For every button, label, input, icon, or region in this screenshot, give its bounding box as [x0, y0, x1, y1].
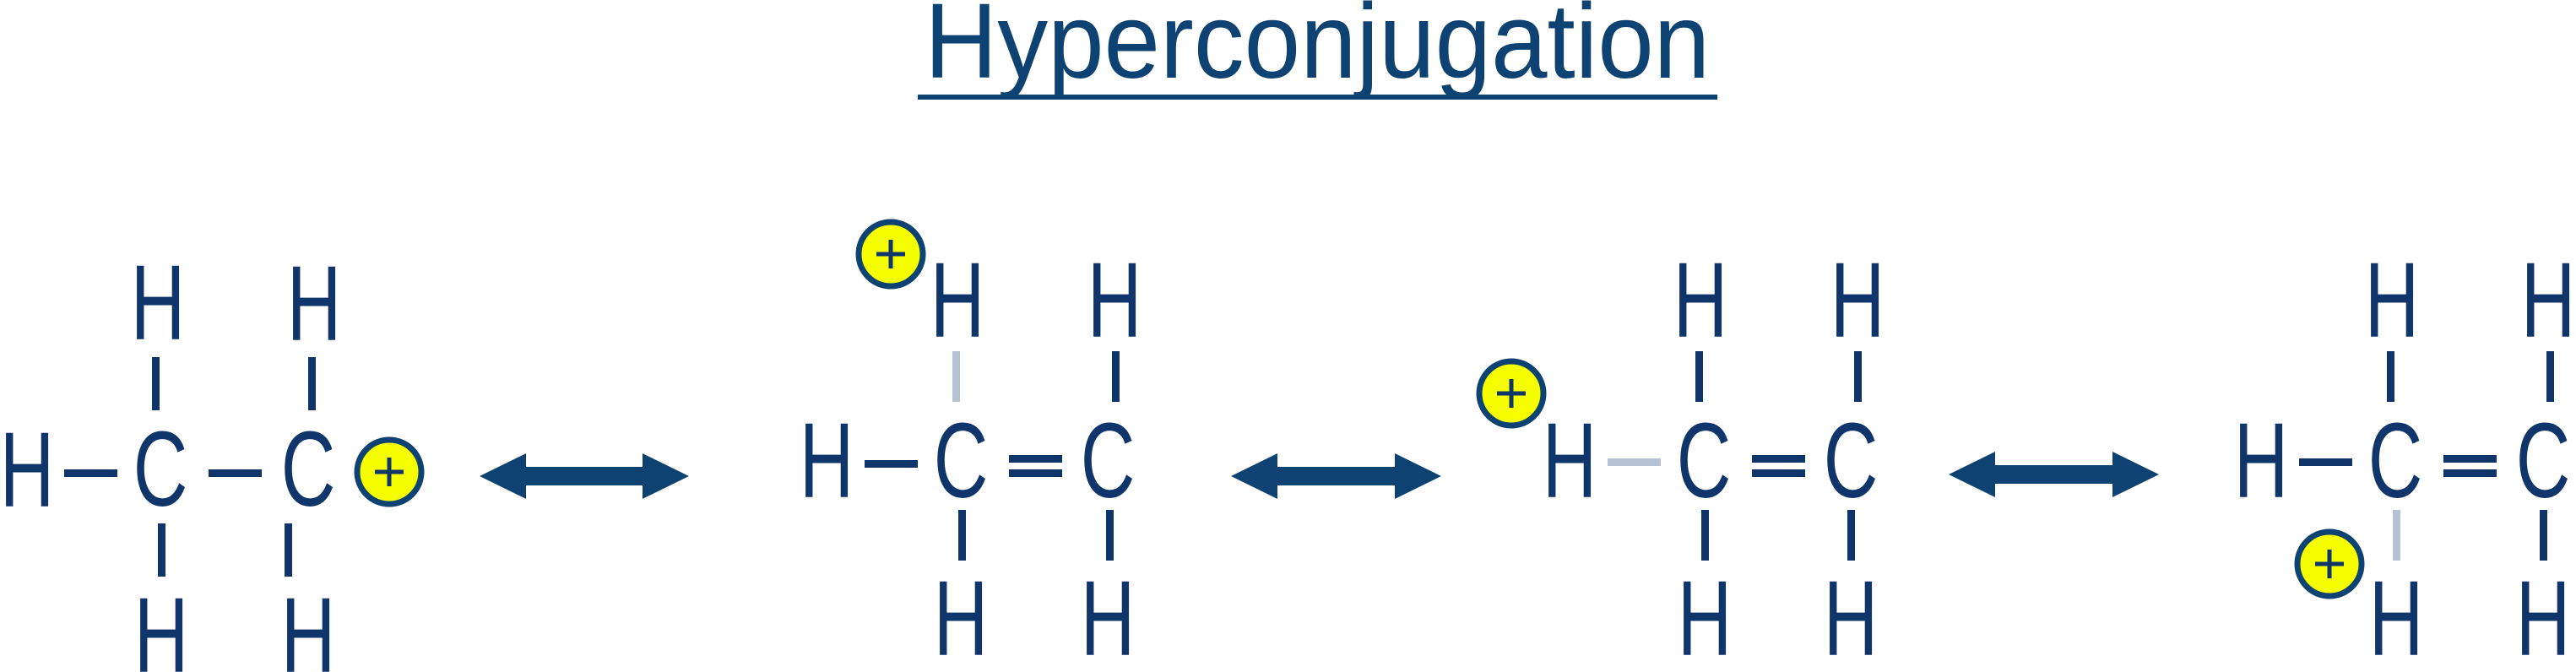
bond-c2-htop	[308, 357, 316, 410]
atom-h-c1-bottom: H	[934, 560, 989, 672]
bond-c2-hbottom	[1847, 510, 1855, 561]
atom-h-c1-top: H	[1673, 241, 1728, 360]
bond-c2-hbottom	[2540, 510, 2547, 561]
atom-h-c2-top: H	[1830, 241, 1885, 360]
bond-h-c1	[2299, 458, 2352, 466]
atom-h-left: H	[800, 402, 854, 521]
atom-h-c1-top: H	[930, 241, 985, 360]
atom-h-c1-bottom: H	[1678, 560, 1733, 672]
bond-c1-c2-double	[1752, 455, 1805, 477]
positive-charge-icon	[1476, 358, 1547, 429]
atom-h-c2-top: H	[287, 245, 342, 364]
atom-c1: C	[1677, 402, 1732, 521]
resonance-arrow-2-double-headed-arrow-icon	[1231, 453, 1441, 499]
double-bond-line-bottom	[2443, 469, 2497, 477]
title-text: Hyperconjugation	[925, 0, 1710, 101]
atom-c1: C	[133, 410, 188, 529]
bond-c1-htop	[2387, 351, 2394, 402]
resonance-arrow-3-double-headed-arrow-icon	[1949, 452, 2159, 497]
atom-h-c2-bottom: H	[1081, 560, 1136, 672]
bond-c2-htop	[1854, 351, 1862, 402]
bond-h-c1-faded	[1608, 458, 1661, 466]
double-bond-line-top	[2443, 455, 2497, 463]
double-bond-line-bottom	[1752, 469, 1805, 477]
bond-c1-c2-double	[1009, 455, 1062, 477]
atom-h-c2-bottom: H	[1824, 560, 1879, 672]
bond-c1-c2	[209, 469, 262, 477]
resonance-arrows	[480, 452, 2159, 499]
atom-c1: C	[2368, 402, 2423, 521]
atom-c2: C	[1824, 402, 1879, 521]
bond-c1-htop-faded	[952, 351, 960, 402]
atom-h-c2-bottom: H	[2516, 560, 2571, 672]
double-bond-line-top	[1009, 455, 1062, 463]
bond-c1-hbottom	[958, 510, 966, 561]
bond-c1-hbottom	[158, 523, 165, 577]
bond-c2-htop	[1112, 351, 1120, 402]
atom-h-c2-top: H	[2521, 241, 2576, 360]
diagram-title: Hyperconjugation	[918, 0, 1717, 101]
bond-c2-hbottom	[285, 523, 292, 577]
atom-h-c1-top: H	[131, 244, 186, 363]
title-underline	[918, 95, 1717, 100]
bond-c2-htop	[2546, 351, 2554, 402]
bond-c2-hbottom	[1106, 510, 1114, 561]
atom-h-left: H	[2234, 402, 2289, 521]
positive-charge-icon	[2294, 528, 2365, 599]
bond-h-c1	[865, 460, 918, 468]
atom-h-c2-top: H	[1087, 241, 1142, 360]
atom-c2: C	[281, 410, 336, 529]
atom-h-c1-bottom: H	[2369, 560, 2424, 672]
positive-charge-icon	[855, 219, 926, 290]
positive-charge-icon	[354, 436, 425, 507]
atom-h-left: H	[1543, 402, 1597, 521]
atom-c2: C	[1081, 402, 1136, 521]
atom-h-c2-bottom: H	[281, 577, 336, 672]
bond-c1-hbottom-faded	[2393, 510, 2400, 561]
atom-h-c1-bottom: H	[134, 577, 189, 672]
bond-c1-htop	[1695, 351, 1703, 402]
bond-c1-htop	[152, 357, 160, 410]
atom-c2: C	[2516, 402, 2571, 521]
atom-h-c1-top: H	[2365, 241, 2420, 360]
bond-c1-c2-double	[2443, 455, 2497, 477]
double-bond-line-top	[1752, 455, 1805, 463]
atom-h-left: H	[0, 411, 54, 530]
double-bond-line-bottom	[1009, 469, 1062, 477]
bond-c1-hbottom	[1701, 510, 1709, 561]
atom-c1: C	[934, 402, 989, 521]
resonance-arrow-1-double-headed-arrow-icon	[480, 453, 689, 499]
bond-h-c1	[64, 469, 117, 477]
